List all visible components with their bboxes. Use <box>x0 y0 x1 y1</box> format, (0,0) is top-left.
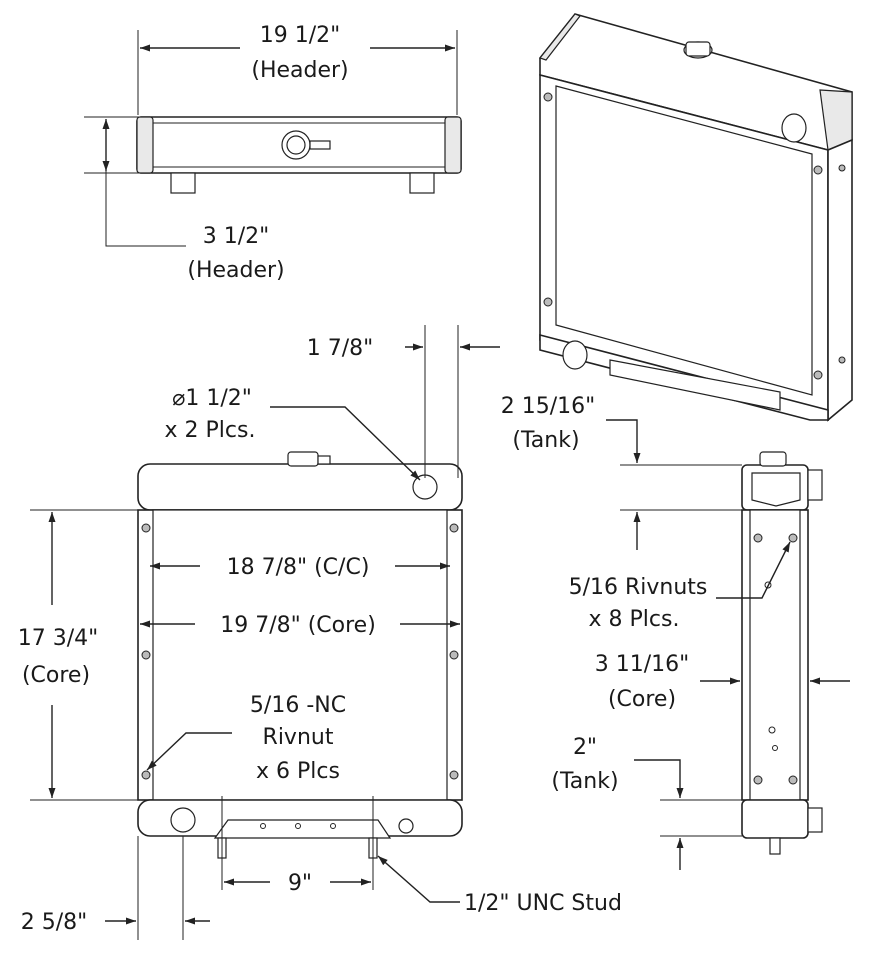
tank-bottom-note: (Tank) <box>551 769 618 794</box>
core-depth-note: (Core) <box>608 687 676 712</box>
tank-top-note: (Tank) <box>512 428 579 453</box>
inlet-offset-label: 1 7/8" <box>307 336 374 361</box>
stud-spacing-label: 9" <box>288 871 312 896</box>
tank-top-label: 2 15/16" <box>501 394 596 419</box>
top-view <box>84 30 462 247</box>
header-depth-label: 3 1/2" <box>203 224 270 249</box>
port-diameter-note: x 2 Plcs. <box>165 418 256 443</box>
rivnut-front-line3: x 6 Plcs <box>256 759 340 784</box>
tank-bottom-label: 2" <box>573 735 597 760</box>
side-view <box>606 419 850 870</box>
header-depth-note: (Header) <box>187 258 284 283</box>
header-width-label: 19 1/2" <box>260 23 341 48</box>
core-width-label: 19 7/8" (Core) <box>220 613 376 638</box>
rivnuts-side-note: x 8 Plcs. <box>589 607 680 632</box>
stud-label: 1/2" UNC Stud <box>464 891 622 916</box>
header-width-note: (Header) <box>251 58 348 83</box>
core-depth-label: 3 11/16" <box>595 652 690 677</box>
isometric-view <box>538 13 853 422</box>
outlet-offset-label: 2 5/8" <box>21 910 88 935</box>
dimension-labels: 19 1/2" (Header) 3 1/2" (Header) 1 7/8" … <box>18 23 708 935</box>
port-diameter-label: ⌀1 1/2" <box>172 386 252 411</box>
core-height-note: (Core) <box>22 663 90 688</box>
core-cc-label: 18 7/8" (C/C) <box>227 555 370 580</box>
rivnuts-side-label: 5/16 Rivnuts <box>569 575 708 600</box>
rivnut-front-label: 5/16 -NC <box>250 693 346 718</box>
rivnut-front-line2: Rivnut <box>263 725 334 750</box>
front-view <box>30 325 500 940</box>
core-height-label: 17 3/4" <box>18 626 99 651</box>
